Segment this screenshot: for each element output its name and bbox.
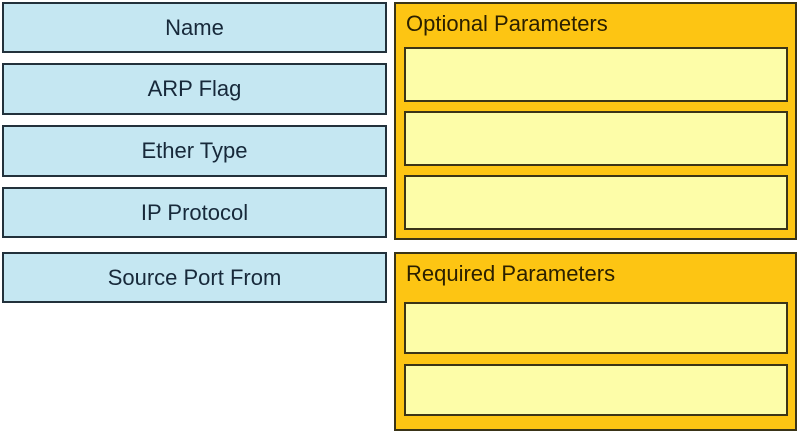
drag-item-source-port-from[interactable]: Source Port From [2,252,387,303]
drag-item-ip-protocol[interactable]: IP Protocol [2,187,387,238]
required-parameters-group: Required Parameters [394,252,797,431]
optional-parameters-slot-1[interactable] [404,47,788,102]
optional-parameters-slot-2[interactable] [404,111,788,166]
optional-parameters-group: Optional Parameters [394,2,797,240]
required-parameters-slot-2[interactable] [404,364,788,416]
optional-parameters-slot-3[interactable] [404,175,788,230]
drag-item-ether-type[interactable]: Ether Type [2,125,387,177]
optional-parameters-title: Optional Parameters [406,11,608,36]
drag-item-name[interactable]: Name [2,2,387,53]
drag-item-arp-flag[interactable]: ARP Flag [2,63,387,115]
required-parameters-slot-1[interactable] [404,302,788,354]
required-parameters-title: Required Parameters [406,261,616,286]
